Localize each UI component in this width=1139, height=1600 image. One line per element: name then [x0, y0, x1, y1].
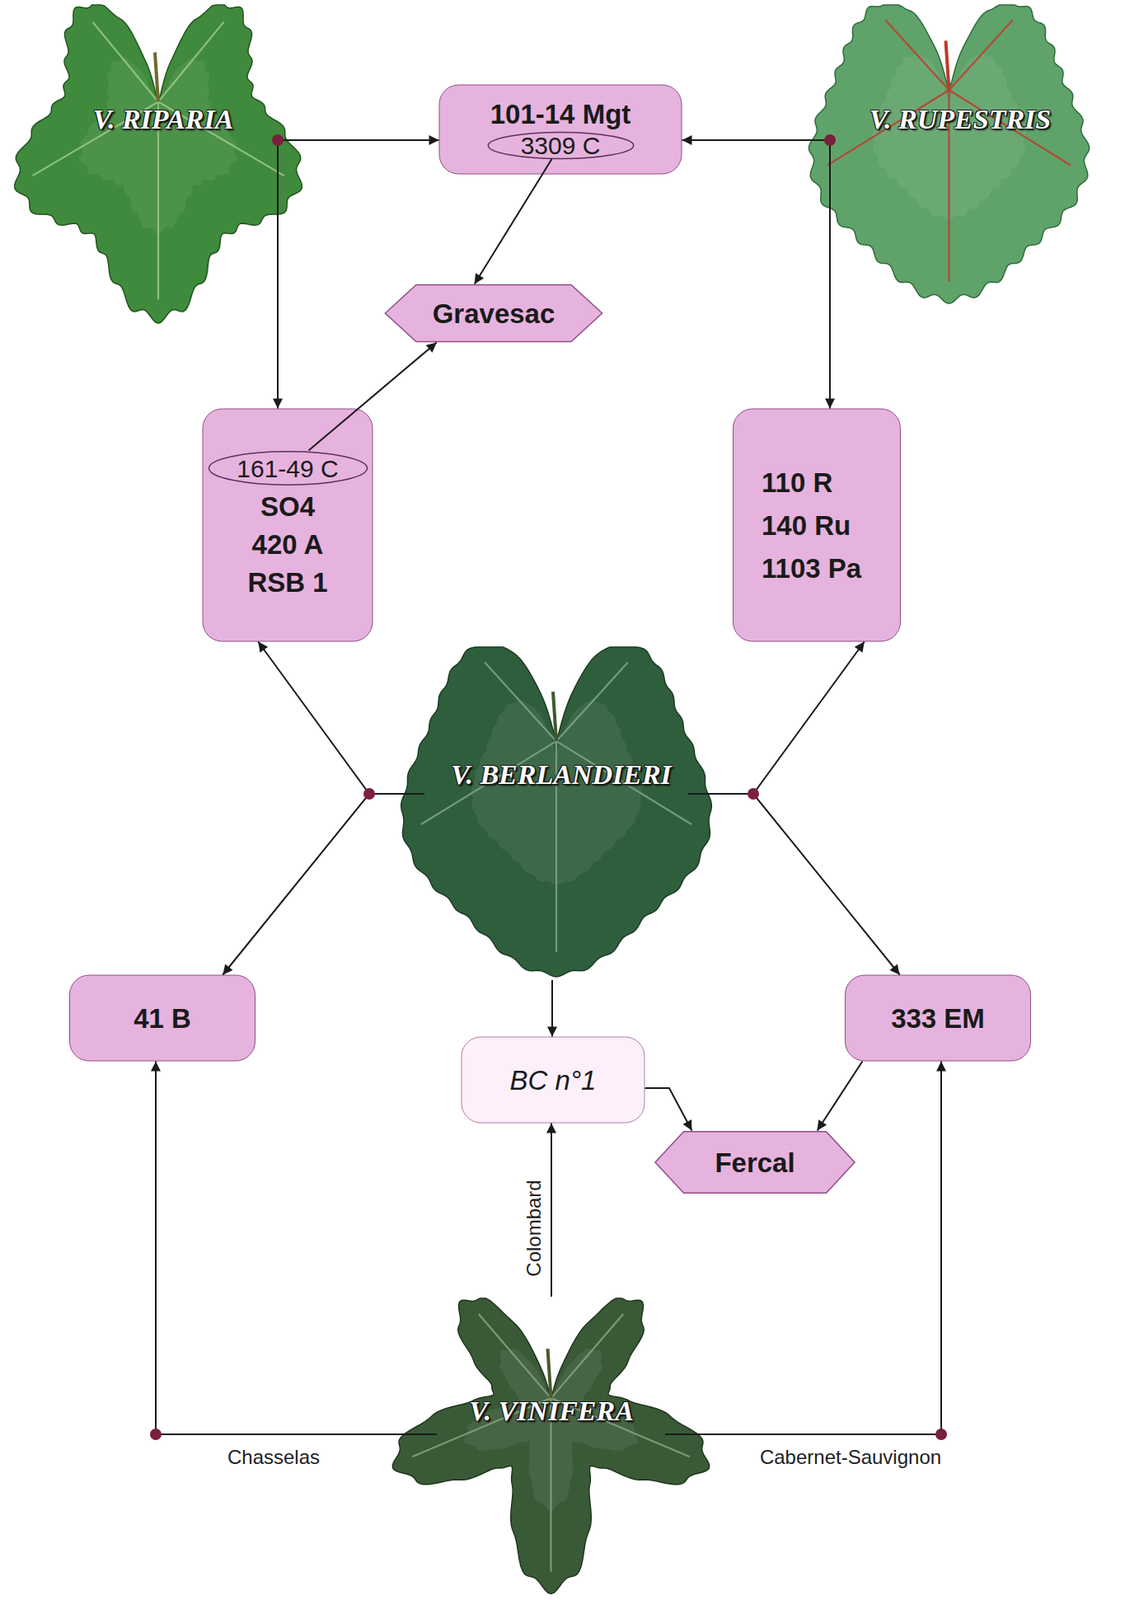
leaf-vein [551, 1313, 624, 1398]
rootstock-name: 41 B [133, 1002, 192, 1034]
species-name: V. BERLANDIERI [450, 760, 672, 789]
species-name: V. RIPARIA [93, 105, 235, 134]
species-name: V. VINIFERA [468, 1396, 634, 1425]
cross-arrow [550, 1123, 553, 1298]
leaf-blade [401, 646, 713, 977]
rootstock-name: 1103 Pa [761, 546, 862, 590]
species-leaf: V. RUPESTRIS [806, 3, 1093, 307]
cross-line [398, 792, 425, 795]
cross-arrow [714, 793, 900, 975]
cross-arrow [306, 139, 440, 141]
species-leaf: V. VINIFERA [387, 1296, 715, 1597]
cross-arrow [714, 1061, 942, 1435]
cross-arrow [155, 1061, 388, 1435]
species-leaf: V. RIPARIA [9, 3, 307, 327]
rootstock-box: 110 R140 Ru1103 Pa [732, 408, 901, 643]
cross-arrow [276, 326, 279, 409]
ellipse-outline [208, 451, 367, 485]
leaf-blade [14, 4, 303, 324]
parent-label: Cabernet-Sauvignon [759, 1445, 942, 1469]
leaf-illustration [9, 3, 307, 327]
hybrid-hexagon: Gravesac [383, 284, 605, 343]
leaf-vein [484, 661, 557, 741]
rootstock-box: 333 EM [844, 974, 1032, 1062]
leaf-illustration [398, 645, 715, 980]
leaf-vein [92, 22, 159, 103]
rootstock-name: SO4 [260, 487, 315, 526]
rootstock-name: RSB 1 [247, 563, 328, 602]
leaf-vein [158, 22, 225, 103]
cross-dot [363, 787, 375, 800]
cross-line [277, 139, 307, 141]
cross-arrow [714, 642, 865, 795]
hexagon-outline [655, 1131, 855, 1194]
leaf-petiole [154, 52, 159, 103]
rootstock-name: 161-49 C [236, 453, 338, 484]
rootstock-name: 110 R [761, 460, 833, 504]
rootstock-name: 101-14 Mgt [490, 98, 632, 130]
rootstock-box: BC n°1 [461, 1036, 646, 1124]
cross-line [387, 1433, 437, 1435]
leaf-vein [556, 661, 629, 741]
cross-arrow [257, 642, 399, 795]
ellipse-outline [487, 131, 633, 159]
cross-dot [747, 787, 760, 800]
cross-dot [824, 134, 836, 146]
rootstock-name: 420 A [252, 525, 324, 564]
cross-line [688, 792, 715, 795]
cross-line [276, 140, 279, 327]
parent-label: Chasselas [227, 1445, 320, 1469]
highlight-ellipse: 161-49 C [206, 450, 369, 487]
cross-dot [149, 1428, 162, 1440]
leaf-blade [392, 1298, 709, 1594]
cross-arrow [817, 1061, 863, 1131]
highlight-ellipse: 3309 C [486, 131, 635, 160]
hexagon-outline [384, 285, 602, 343]
hybrid-hexagon: Fercal [653, 1130, 858, 1195]
rootstock-name: 3309 C [520, 133, 601, 157]
cross-arrow [308, 342, 436, 451]
cross-dot [935, 1428, 947, 1440]
cross-arrow [645, 1087, 693, 1131]
rootstock-name: 333 EM [890, 1002, 985, 1034]
cross-arrow [551, 979, 554, 1037]
cross-arrow [222, 793, 399, 975]
parent-label: Colombard [522, 1179, 546, 1276]
leaf-vein [478, 1313, 552, 1398]
rootstock-box: SO4420 ARSB 1 161-49 C [202, 408, 374, 643]
cross-line [665, 1433, 715, 1435]
cross-arrow [829, 306, 831, 409]
leaf-illustration [806, 3, 1093, 307]
species-name: V. RUPESTRIS [869, 105, 1051, 134]
cross-arrow [682, 139, 807, 141]
cross-dot [271, 134, 284, 146]
species-leaf: V. BERLANDIERI [398, 645, 715, 980]
rootstock-name: Fercal [714, 1145, 795, 1179]
rootstock-box: 101-14 Mgt 3309 C [439, 84, 683, 175]
rootstock-name: Gravesac [432, 296, 556, 330]
leaf-petiole [553, 691, 557, 741]
leaf-vein [885, 19, 949, 90]
rootstock-box: 41 B [69, 974, 256, 1062]
leaf-illustration [387, 1296, 715, 1597]
leaf-vein [949, 19, 1013, 90]
cross-arrow [474, 159, 553, 285]
cross-line [806, 139, 830, 141]
cross-line [829, 140, 831, 307]
leaf-petiole [548, 1348, 552, 1398]
leaf-petiole [946, 40, 950, 90]
rootstock-name: 140 Ru [761, 503, 851, 547]
leaf-blade [808, 4, 1089, 304]
rootstock-name: BC n°1 [510, 1064, 597, 1096]
